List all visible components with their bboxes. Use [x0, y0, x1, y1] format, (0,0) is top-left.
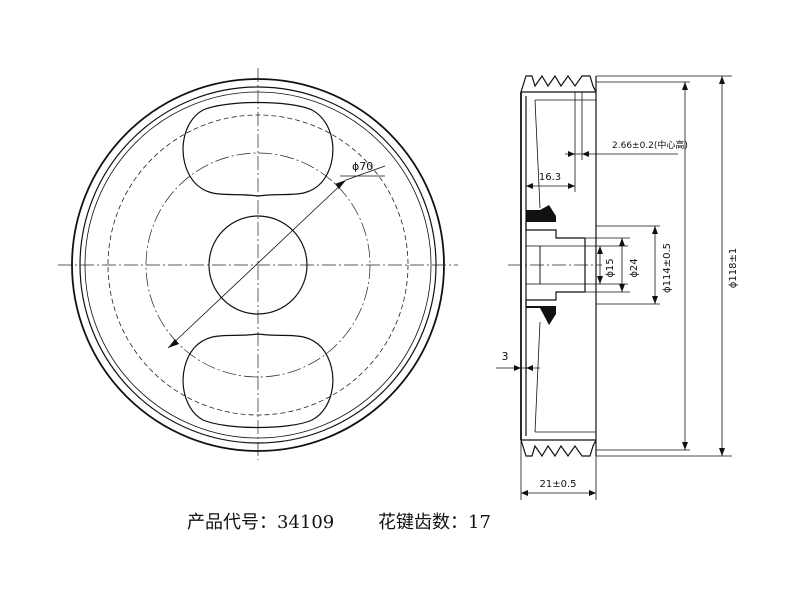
- phi114-body-arrow-bottom: [682, 442, 688, 450]
- hub-outline-lower: [525, 291, 585, 306]
- phi24-arrow-top: [619, 238, 625, 246]
- phi24-label: ϕ24: [629, 258, 640, 277]
- upper-groove-profile: [520, 74, 597, 93]
- phi114-body-arrow-top: [682, 82, 688, 90]
- phi15-label: ϕ15: [605, 258, 616, 277]
- phi24-arrow-bottom: [619, 284, 625, 292]
- hub-section-upper: [526, 205, 556, 222]
- phi70-arrow-lower: [168, 339, 179, 348]
- phi118-arrow-top: [719, 76, 725, 84]
- phi70-label: ϕ70: [352, 160, 373, 173]
- phi15-arrow-bottom: [597, 276, 603, 284]
- top-kidney-slot: [182, 101, 334, 197]
- dim16-arrow-right: [568, 183, 575, 189]
- groove-arrow-left: [568, 151, 575, 157]
- lower-groove-profile: [520, 439, 597, 458]
- front-view: ϕ70: [58, 68, 458, 460]
- groove-arrow-right: [582, 151, 589, 157]
- phi70-leader: [345, 165, 386, 181]
- hub-section-lower: [526, 306, 556, 325]
- phi118-label: ϕ118±1: [728, 248, 739, 288]
- side-view: ϕ15 ϕ24 ϕ114±0.5 ϕ118±1 2.66±: [496, 74, 739, 500]
- phi15-arrow-top: [597, 246, 603, 254]
- phi70-arrow-upper: [335, 180, 346, 189]
- spline-teeth-label: 花键齿数：17: [378, 512, 491, 533]
- phi114-arrow-top: [652, 226, 658, 234]
- dim21-arrow-left: [521, 490, 528, 496]
- dim3-label: 3: [502, 350, 509, 363]
- groove-width-label: 2.66±0.2(中心高): [612, 139, 688, 151]
- phi114-arrow-bottom: [652, 296, 658, 304]
- dim16-label: 16.3: [539, 172, 561, 183]
- dim3-arrow-left: [514, 365, 521, 371]
- cup-inner-wall-lower: [534, 321, 541, 433]
- dim3-arrow-right: [526, 365, 533, 371]
- product-code-label: 产品代号：34109: [187, 512, 335, 533]
- bottom-kidney-slot: [182, 333, 334, 429]
- hub-outline-upper: [525, 222, 585, 239]
- phi114-label: ϕ114±0.5: [662, 243, 673, 293]
- phi70-dimension-line: [167, 179, 347, 349]
- dim16-arrow-left: [526, 183, 533, 189]
- phi118-arrow-bottom: [719, 448, 725, 456]
- dim21-arrow-right: [589, 490, 596, 496]
- cup-inner-wall-upper: [534, 99, 541, 209]
- dim21-label: 21±0.5: [539, 479, 576, 490]
